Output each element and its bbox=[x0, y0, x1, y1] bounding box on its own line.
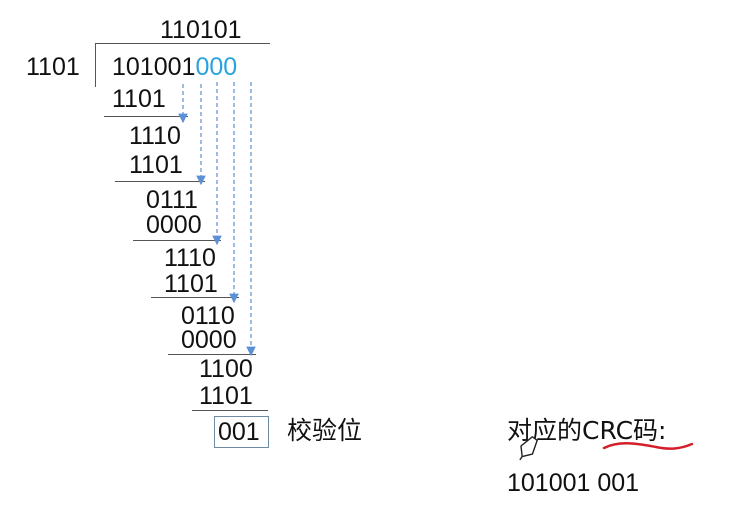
dividend: 101001 bbox=[112, 53, 196, 81]
appended-zeros: 000 bbox=[195, 53, 238, 81]
step-row: 0000 bbox=[181, 326, 237, 354]
divisor: 1101 bbox=[26, 53, 80, 81]
division-bracket bbox=[95, 43, 96, 87]
step-row: 1101 bbox=[164, 270, 218, 298]
subtraction-line bbox=[115, 181, 205, 182]
remainder: 001 bbox=[218, 418, 260, 446]
dividend-row: 101001000 bbox=[112, 53, 237, 81]
subtraction-line bbox=[151, 297, 239, 298]
subtraction-line bbox=[168, 354, 256, 355]
step-row: 1110 bbox=[164, 244, 216, 272]
step-row: 1100 bbox=[199, 355, 253, 383]
quotient: 110101 bbox=[160, 16, 242, 44]
subtraction-line bbox=[133, 240, 221, 241]
step-row: 0111 bbox=[146, 186, 198, 214]
step-row: 0110 bbox=[181, 302, 235, 330]
step-row: 1110 bbox=[129, 122, 181, 150]
step-row: 1101 bbox=[112, 85, 166, 113]
step-row: 0000 bbox=[146, 211, 202, 239]
quotient-rule bbox=[95, 43, 270, 44]
step-row: 1101 bbox=[129, 151, 183, 179]
subtraction-line bbox=[192, 410, 268, 411]
crc-underline bbox=[602, 442, 694, 450]
remainder-box bbox=[214, 416, 269, 448]
crc-value: 101001 001 bbox=[507, 469, 640, 497]
pen-cursor-icon bbox=[519, 436, 538, 461]
step-row: 1101 bbox=[199, 382, 253, 410]
check-bits-label: 校验位 bbox=[287, 416, 363, 445]
subtraction-line bbox=[104, 116, 188, 117]
